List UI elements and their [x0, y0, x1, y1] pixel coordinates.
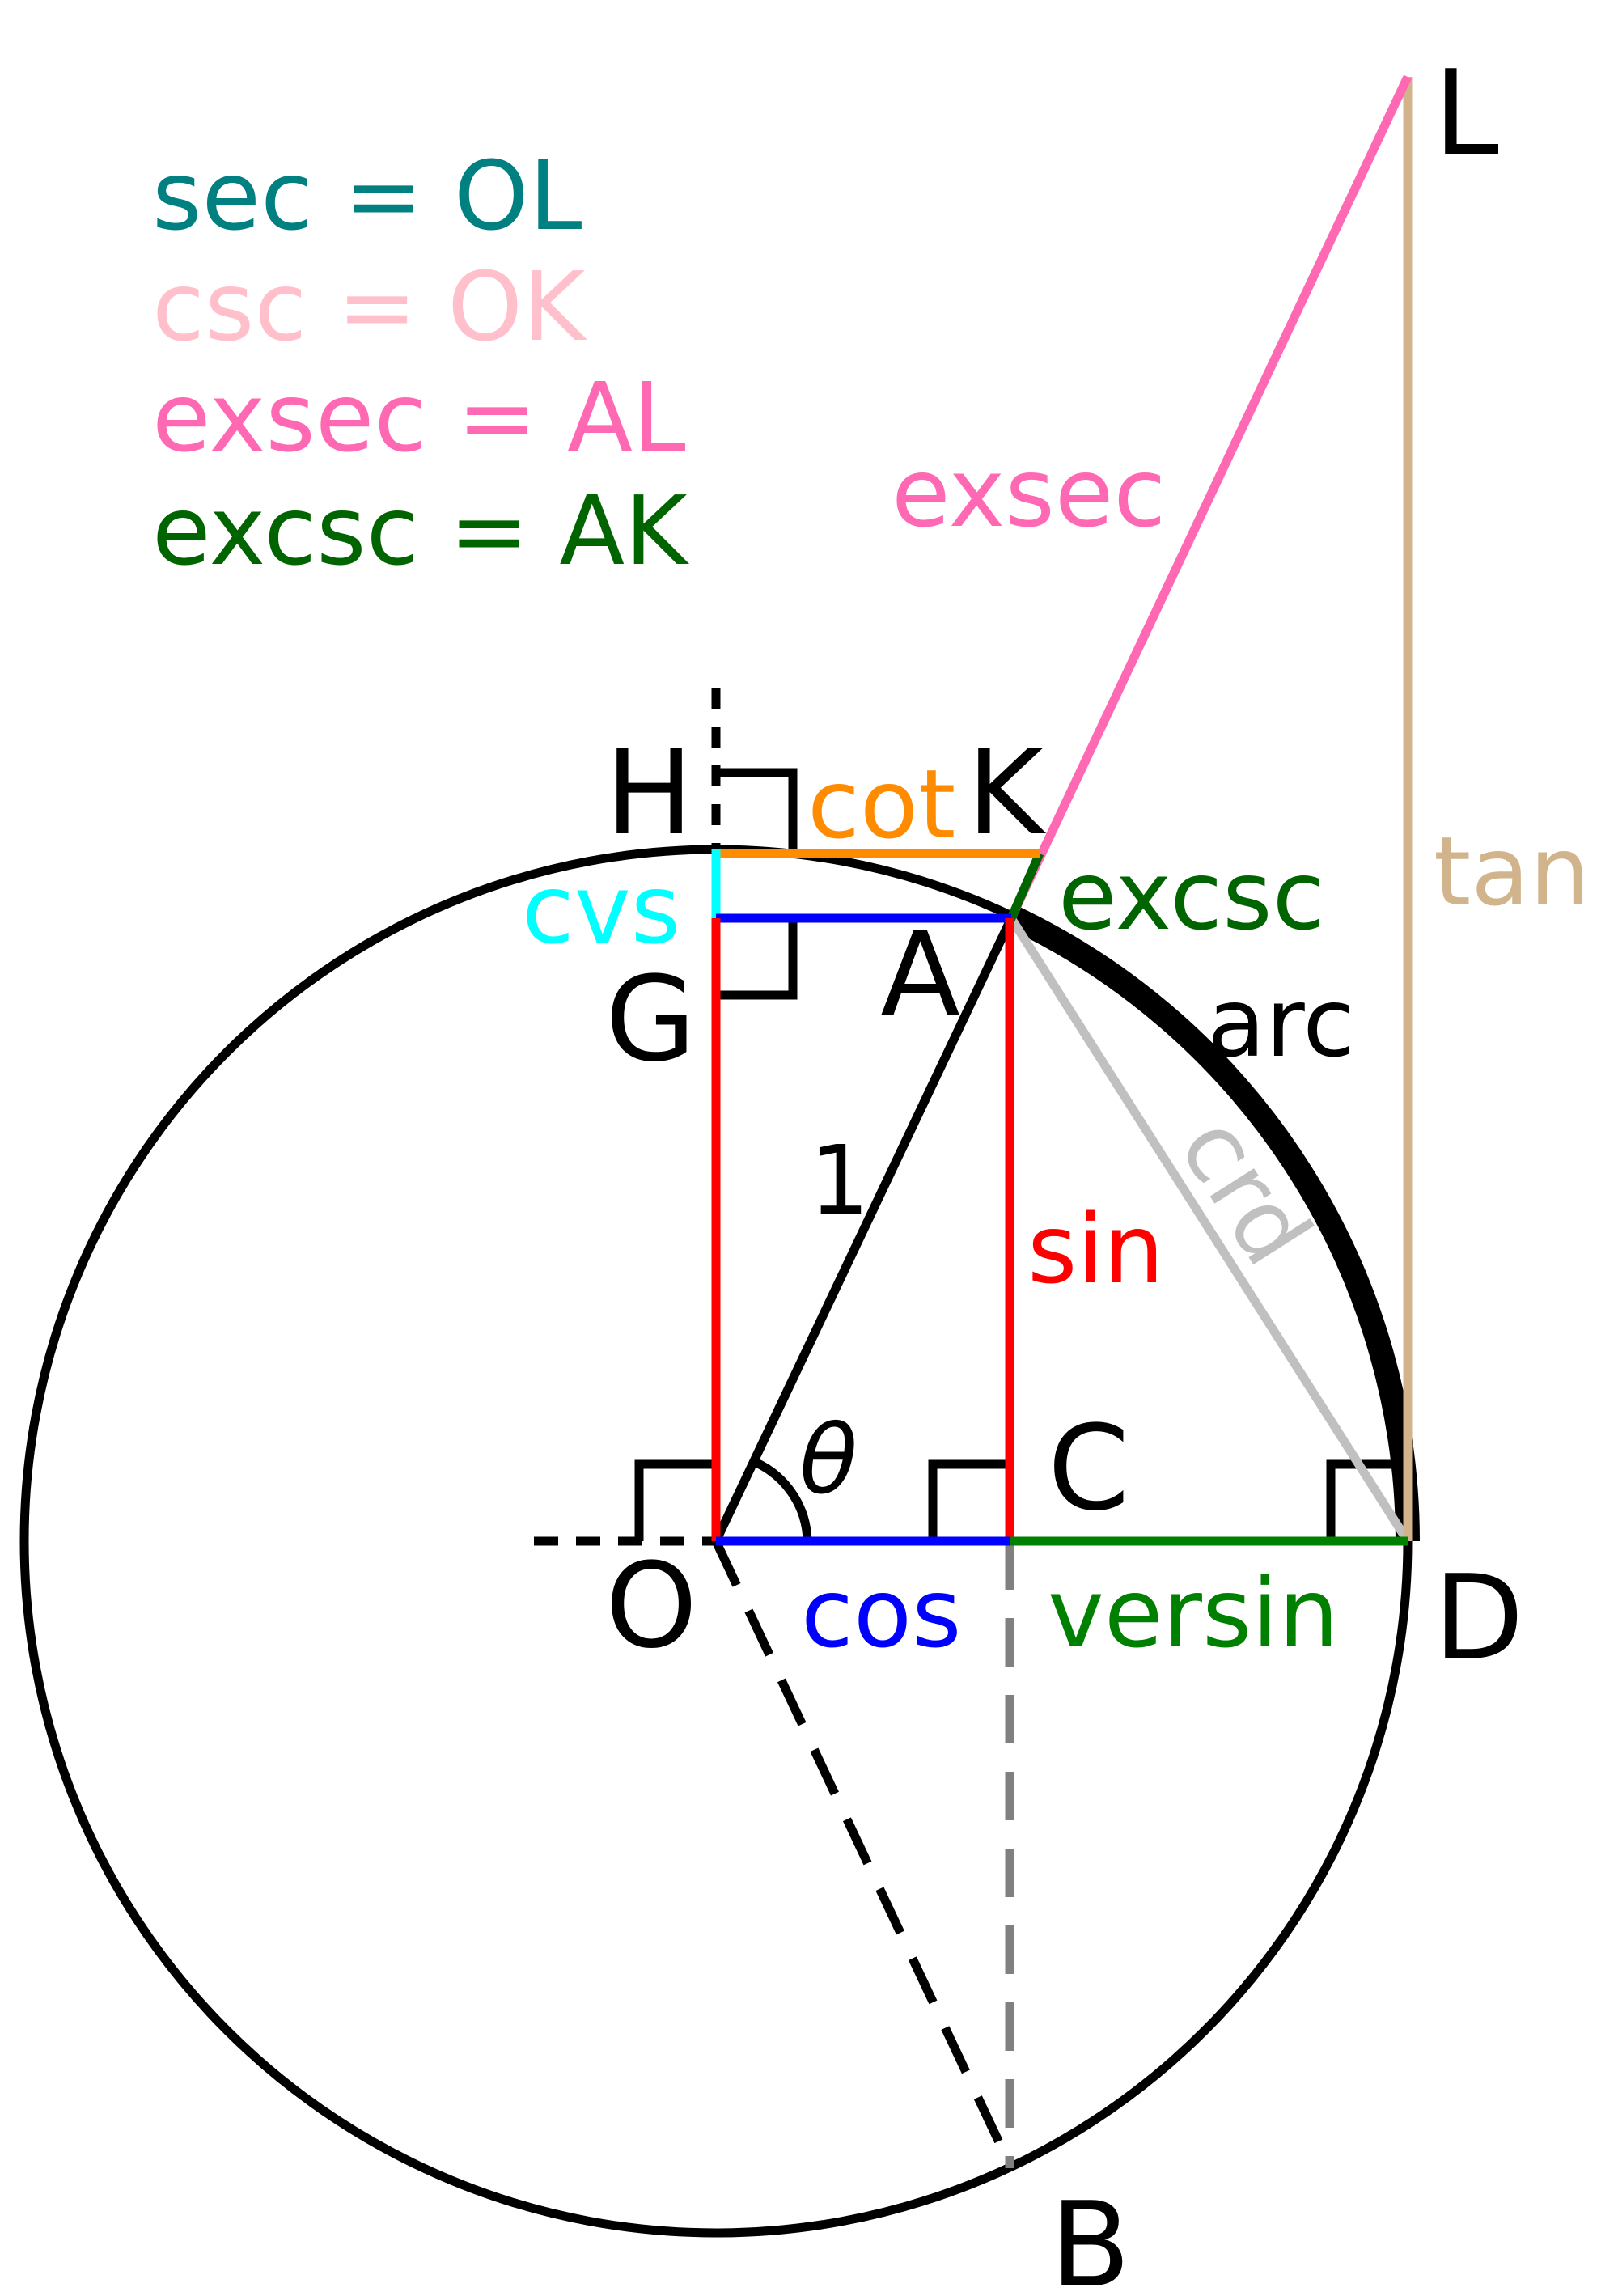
point-label-A: A: [880, 907, 960, 1044]
label-cos: cos: [801, 1557, 962, 1669]
excsc-segment: [1006, 851, 1044, 921]
point-label-C: C: [1048, 1400, 1129, 1537]
legend-sec: sec = OL: [152, 140, 582, 252]
point-label-G: G: [605, 951, 696, 1088]
label-exsec: exsec: [892, 437, 1166, 549]
label-versin: versin: [1048, 1557, 1339, 1669]
label-excsc: excsc: [1058, 840, 1325, 951]
label-tan: tan: [1434, 815, 1590, 927]
label-arc: arc: [1207, 967, 1355, 1078]
exsec-segment: [1007, 74, 1412, 921]
right-angle-O: [634, 1459, 716, 1541]
legend-csc: csc = OK: [152, 251, 587, 362]
point-label-H: H: [605, 725, 693, 862]
label-theta: θ: [799, 1404, 858, 1515]
point-label-K: K: [967, 725, 1047, 862]
right-angle-C: [928, 1459, 1010, 1541]
point-label-O: O: [605, 1538, 697, 1675]
right-angle-D: [1326, 1459, 1408, 1541]
right-angle-H: [716, 768, 798, 849]
point-label-B: B: [1050, 2177, 1130, 2296]
arc-segment: [1010, 907, 1420, 1542]
point-label-L: L: [1434, 45, 1499, 182]
chord-AD: [1007, 916, 1412, 1544]
legend-exsec: exsec = AL: [152, 362, 686, 473]
right-angle-G: [716, 918, 798, 1000]
label-radius-1: 1: [809, 1125, 870, 1236]
point-label-D: D: [1434, 1550, 1524, 1687]
radius-OA: [712, 916, 1015, 1544]
dashed-radius-OB: [712, 1539, 1015, 2171]
legend-excsc: excsc = AK: [152, 475, 689, 587]
label-sin: sin: [1027, 1193, 1164, 1305]
label-cvs: cvs: [522, 854, 680, 965]
angle-theta-arc: [754, 1459, 812, 1542]
label-crd: crd: [1158, 1097, 1332, 1284]
label-cot: cot: [807, 748, 955, 860]
